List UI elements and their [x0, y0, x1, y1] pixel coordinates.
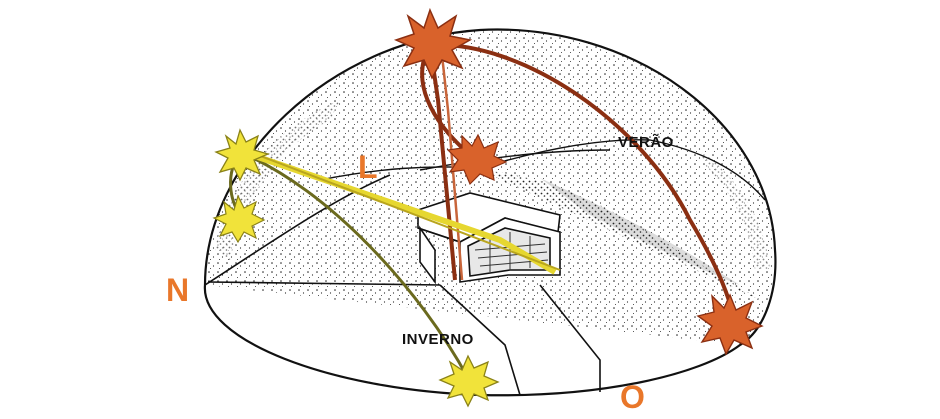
winter-sun-setting [438, 354, 500, 408]
summer-label: VERÃO [618, 134, 674, 151]
winter-label: INVERNO [402, 331, 474, 348]
summer-sun-setting [696, 293, 764, 356]
north-label: N [166, 272, 190, 308]
ground-plane [203, 139, 766, 397]
sky-dome [203, 28, 777, 346]
west-label: O [620, 379, 645, 415]
summer-sun-zenith [393, 7, 473, 80]
winter-sun-path [229, 150, 561, 379]
east-label: L [358, 149, 378, 185]
winter-sun-noon [214, 128, 270, 182]
winter-sun-rising [212, 194, 266, 244]
summer-sun-rising [446, 133, 508, 186]
